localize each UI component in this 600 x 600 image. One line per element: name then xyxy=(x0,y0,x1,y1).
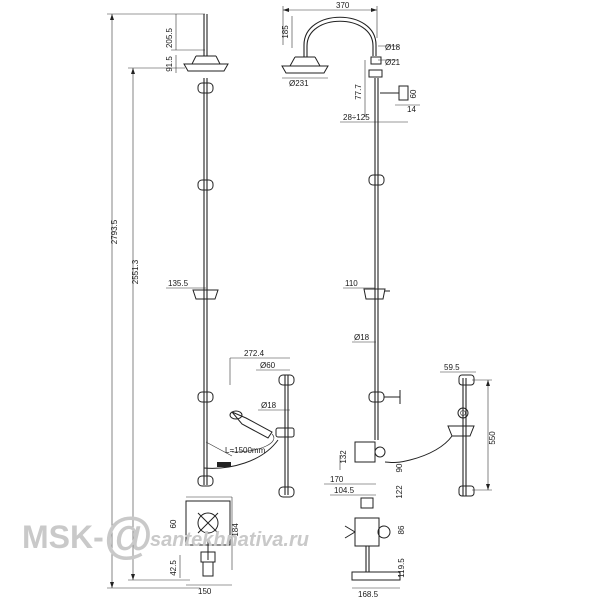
dim-bracket-14: 14 xyxy=(407,105,416,114)
dim-head-dia: 91.5 xyxy=(165,56,174,72)
dim-valve-60: 60 xyxy=(169,519,178,528)
watermark-prefix: MSK- xyxy=(22,519,104,555)
front-view: 2793.5 2551.3 205.5 91.5 135 xyxy=(107,13,295,596)
watermark: MSK- @ santekhnativa.ru xyxy=(22,507,309,563)
dim-valve-42-5: 42.5 xyxy=(169,560,178,576)
side-view: 370 185 Ø231 Ø18 Ø21 77.7 60 14 28÷125 xyxy=(281,1,497,599)
dim-head-231: Ø231 xyxy=(289,79,309,88)
dim-hand-reach: 272.4 xyxy=(244,349,265,358)
dim-pipe-18-top: Ø18 xyxy=(385,43,401,52)
dim-bar-height: 2551.3 xyxy=(131,259,140,284)
dim-v-90: 90 xyxy=(395,463,404,472)
dim-v-86: 86 xyxy=(397,525,406,534)
dim-slide-59-5: 59.5 xyxy=(444,363,460,372)
dim-v-170: 170 xyxy=(330,475,344,484)
dim-pipe-18-mid: Ø18 xyxy=(354,333,370,342)
dim-pipe-21: Ø21 xyxy=(385,58,401,67)
bar-clip xyxy=(197,82,214,487)
dim-arm-reach: 370 xyxy=(336,1,350,10)
watermark-suffix: santekhnativa.ru xyxy=(150,529,309,551)
dim-total-height: 2793.5 xyxy=(110,219,119,244)
dim-valve-150: 150 xyxy=(198,587,212,596)
dim-tray-left: 135.5 xyxy=(168,279,189,288)
dim-head-drop: 205.5 xyxy=(165,27,174,48)
dim-v-104-5: 104.5 xyxy=(334,486,355,495)
dim-v-122: 122 xyxy=(395,485,404,499)
dim-v-132: 132 xyxy=(339,450,348,464)
watermark-at: @ xyxy=(104,507,153,563)
dim-seg-77-7: 77.7 xyxy=(354,84,363,100)
dim-valve-184: 184 xyxy=(231,523,240,537)
dim-bracket-60: 60 xyxy=(409,89,418,98)
dim-hand-dia-18: Ø18 xyxy=(261,401,277,410)
dim-wall-28-125: 28÷125 xyxy=(343,113,370,122)
dim-hose-length: L=1500mm xyxy=(225,446,266,455)
dim-v-119-5: 119.5 xyxy=(397,558,406,578)
dim-v-168-5: 168.5 xyxy=(358,590,379,599)
dim-hand-dia-60: Ø60 xyxy=(260,361,276,370)
dim-slide-550: 550 xyxy=(488,431,497,445)
dim-arm-rise: 185 xyxy=(281,25,290,39)
dim-tray-right: 110 xyxy=(345,279,358,288)
